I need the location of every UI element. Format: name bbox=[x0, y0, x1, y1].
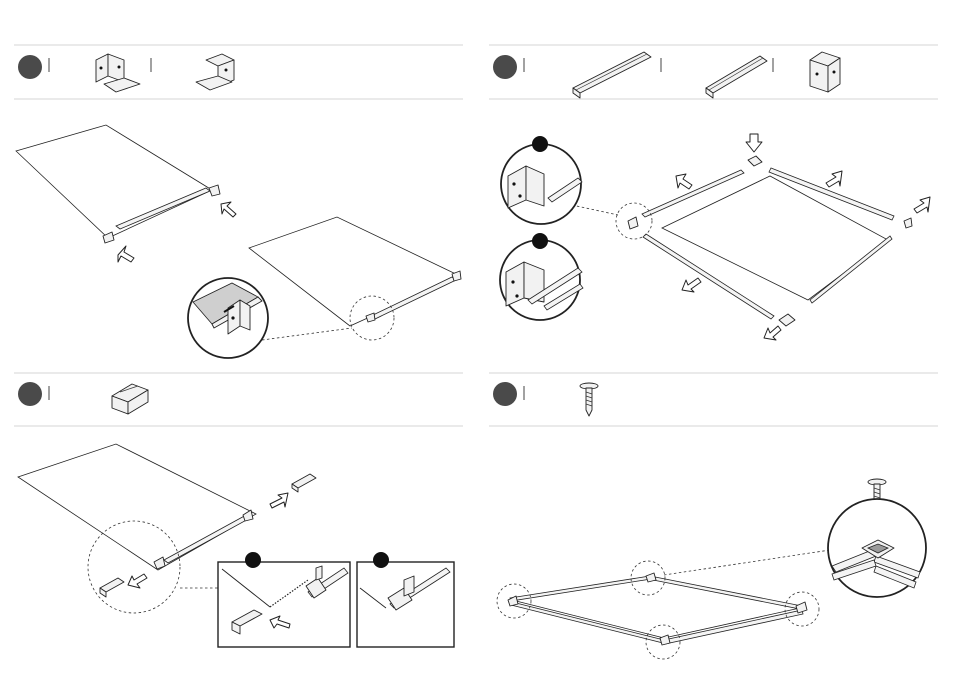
corner-bracket-icon bbox=[810, 52, 840, 92]
arrow-icon bbox=[682, 278, 701, 292]
corner-bracket-left-icon bbox=[96, 54, 140, 92]
arrow-icon bbox=[221, 202, 236, 217]
assembled-frame bbox=[508, 573, 807, 645]
panel bbox=[249, 217, 460, 326]
detail-badge bbox=[245, 552, 261, 568]
corner-bracket bbox=[209, 185, 220, 196]
step-badge bbox=[493, 382, 517, 406]
detail-badge bbox=[532, 136, 548, 152]
corner-bracket bbox=[779, 314, 795, 326]
arrow-icon bbox=[746, 134, 762, 152]
arrow-icon bbox=[914, 197, 930, 213]
step-1 bbox=[14, 45, 463, 358]
step-3 bbox=[14, 373, 463, 647]
arrow-icon bbox=[128, 574, 147, 588]
long-rail-icon bbox=[706, 56, 767, 98]
panel bbox=[16, 125, 212, 238]
detail-badge bbox=[373, 552, 389, 568]
corner-bracket bbox=[748, 156, 762, 166]
arrow-icon bbox=[118, 246, 134, 262]
arrow-icon bbox=[826, 171, 842, 187]
arrow-icon bbox=[270, 493, 288, 508]
long-rail-icon bbox=[573, 52, 651, 98]
arrow-icon bbox=[676, 174, 692, 189]
arrow-icon bbox=[764, 326, 781, 340]
detail-zoom bbox=[828, 499, 926, 597]
corner-bracket bbox=[904, 218, 912, 228]
detail-zoom bbox=[188, 278, 268, 358]
short-connector-icon bbox=[112, 384, 148, 414]
detail-zoom bbox=[501, 136, 582, 224]
leader-line bbox=[262, 328, 352, 340]
panel bbox=[18, 444, 256, 570]
step-2 bbox=[489, 45, 938, 340]
screw-icon bbox=[580, 383, 598, 416]
leader-line bbox=[572, 205, 618, 215]
step-4 bbox=[489, 373, 938, 659]
detail-badge bbox=[532, 233, 548, 249]
detail-zoom bbox=[500, 233, 583, 320]
detail-zoom bbox=[357, 552, 454, 647]
detail-zoom bbox=[218, 552, 350, 647]
leader-line bbox=[664, 550, 830, 575]
step-badge bbox=[493, 55, 517, 79]
step-badge bbox=[18, 55, 42, 79]
step-badge bbox=[18, 382, 42, 406]
corner-bracket-right-icon bbox=[196, 54, 234, 90]
corner-bracket bbox=[628, 217, 638, 229]
